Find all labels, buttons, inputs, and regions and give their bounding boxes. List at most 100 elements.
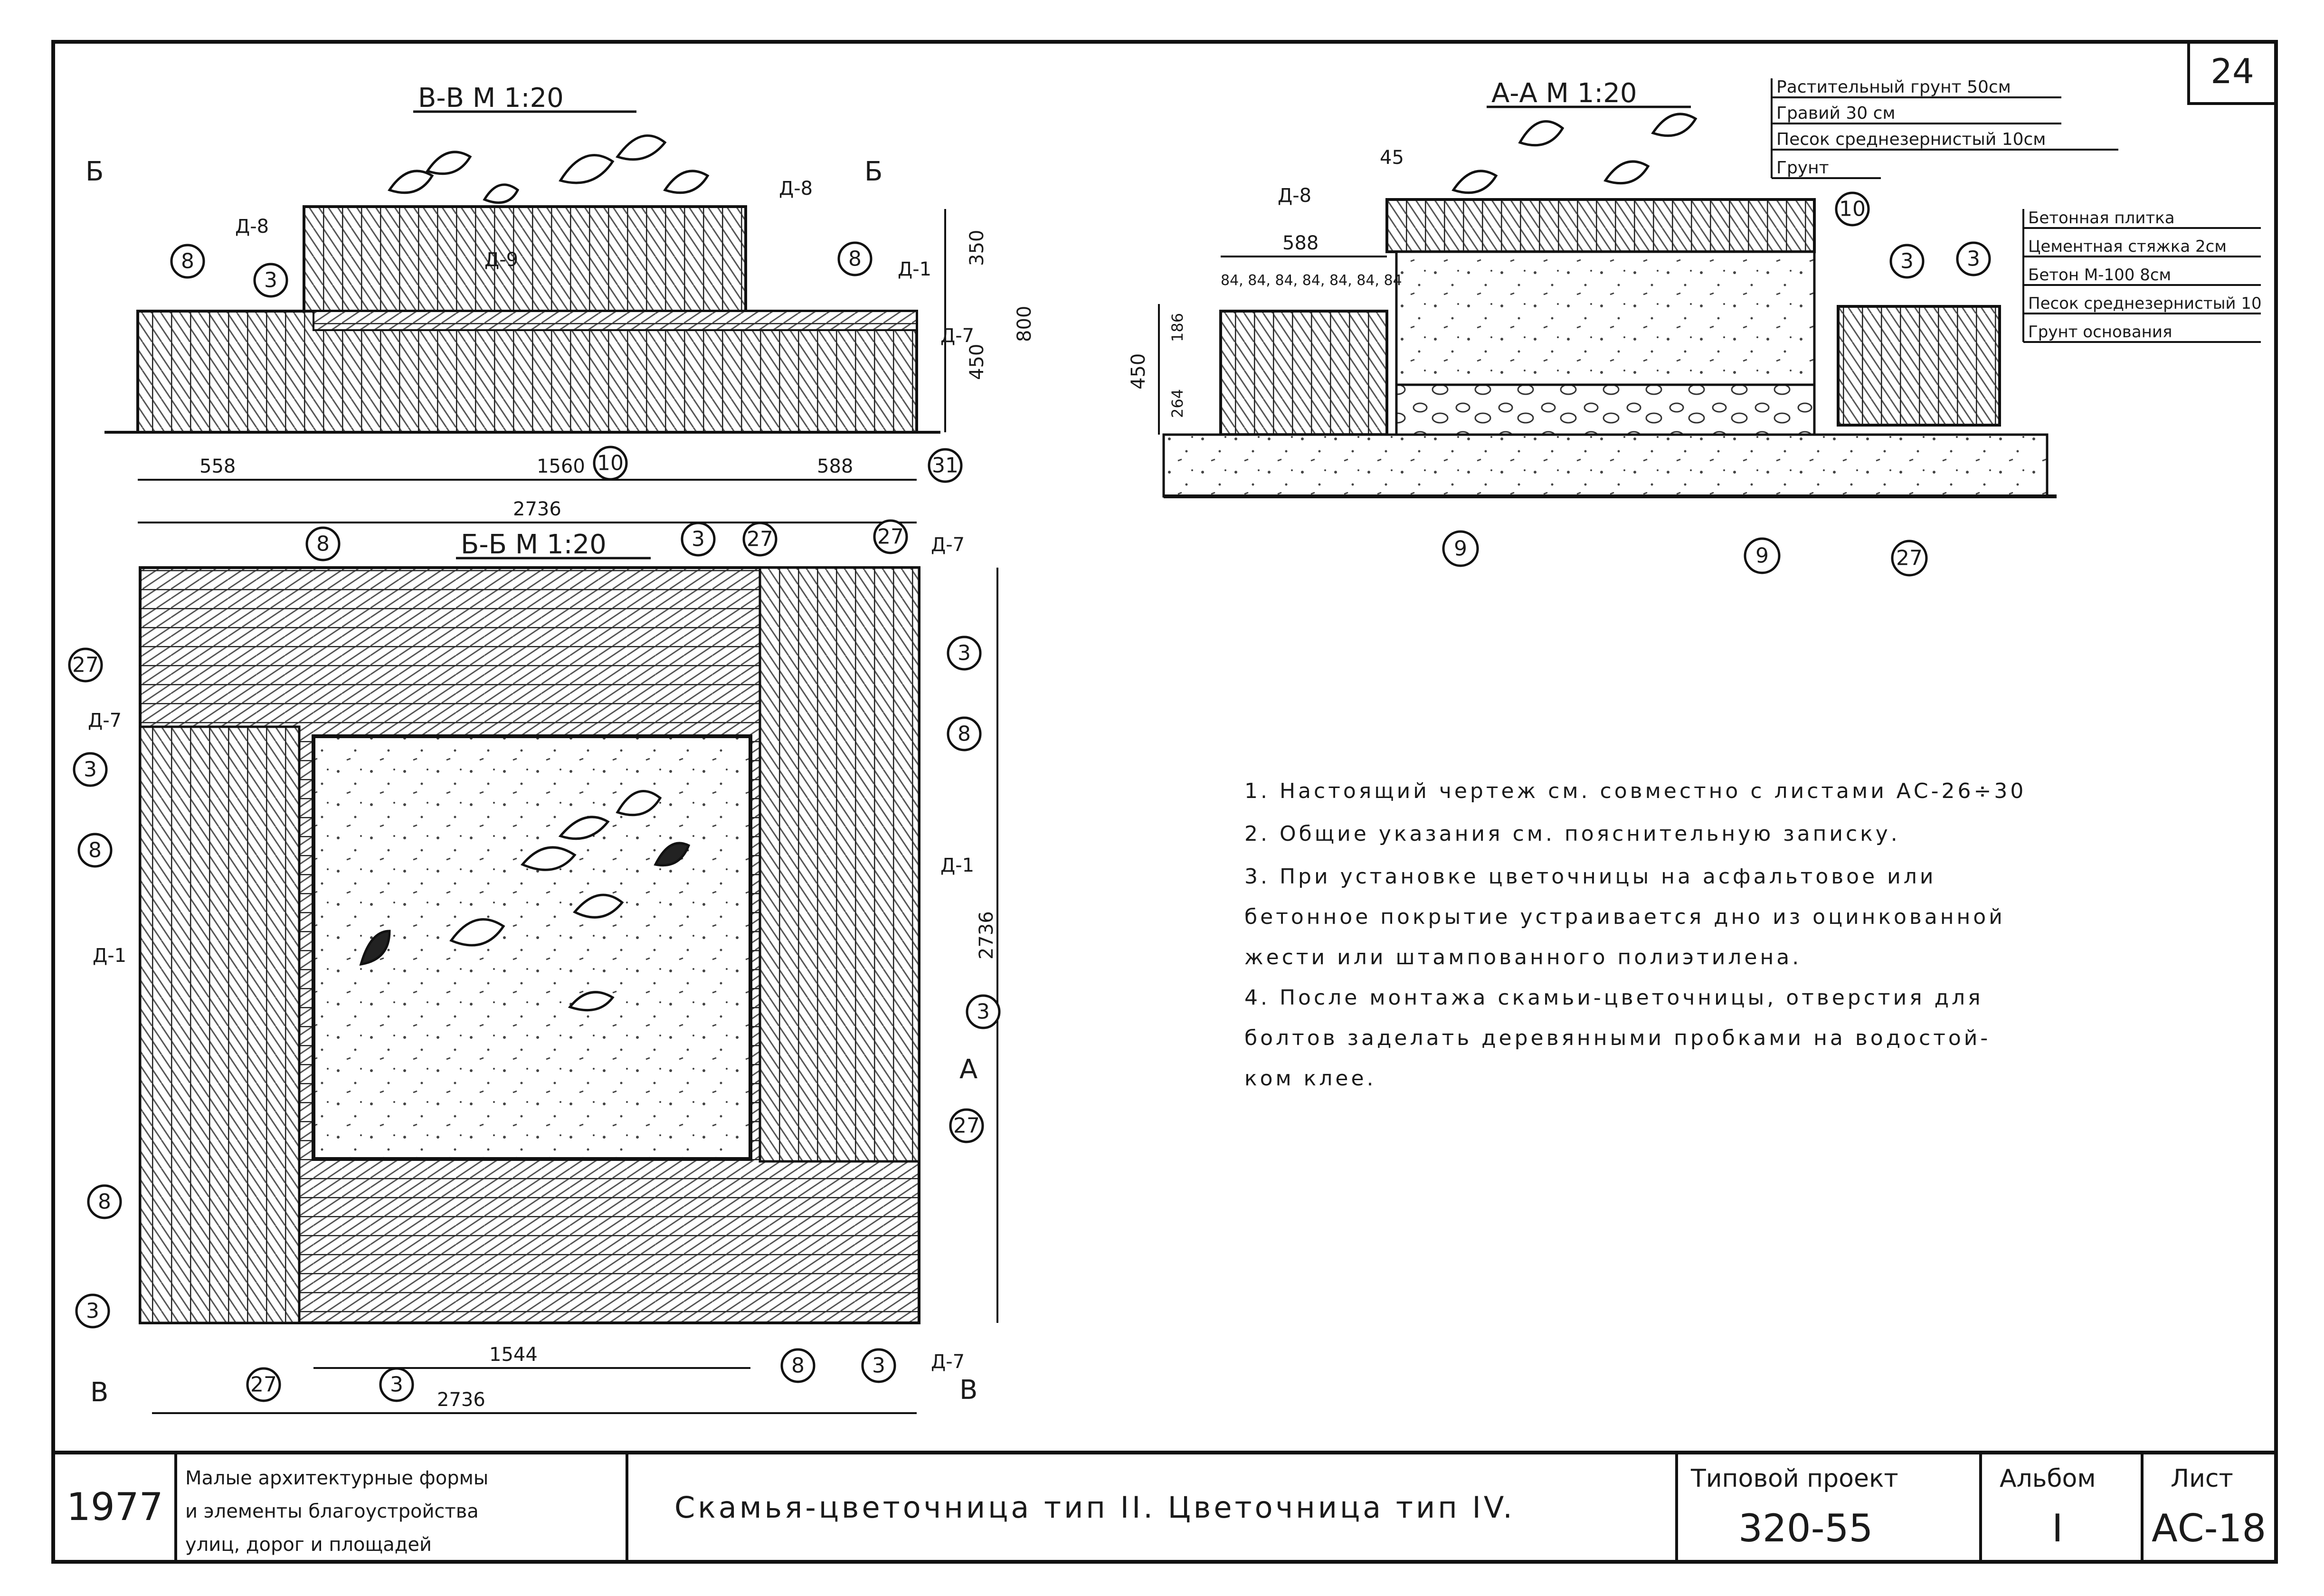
aa-bench-body <box>1219 310 1388 436</box>
section-vv: В-В М 1:20 Б Б 350 450 800 558 1560 588 … <box>85 83 1035 523</box>
cut-mark-v-right: В <box>959 1375 977 1406</box>
aa-dim-186: 186 <box>1168 313 1186 342</box>
aa-rlayer-3: Бетон М-100 8см <box>2028 266 2171 285</box>
label-d7-top: Д-7 <box>931 534 965 556</box>
tb-album-label: Альбом <box>2000 1464 2096 1493</box>
callout-bb-27-top: 27 <box>747 527 773 551</box>
callout-10: 10 <box>597 451 624 475</box>
aa-callout-27: 27 <box>1896 546 1923 570</box>
label-d7-left: Д-7 <box>88 710 122 732</box>
callout-bb-3-b: 3 <box>390 1373 403 1397</box>
dim-2736-top: 2736 <box>513 498 561 520</box>
aa-planter-walls <box>1385 198 1816 253</box>
callout-bb-27-r: 27 <box>953 1114 980 1138</box>
callout-8-left: 8 <box>181 249 194 274</box>
callout-bb-27-topright: 27 <box>877 525 904 549</box>
planter-box-vv <box>303 205 747 317</box>
callout-bb-3-r1: 3 <box>958 641 971 665</box>
callout-bb-3-r2: 3 <box>977 1000 990 1024</box>
callout-8-right: 8 <box>848 247 862 271</box>
section-bb-title: Б-Б М 1:20 <box>461 529 607 560</box>
dim-1560: 1560 <box>537 456 585 477</box>
dim-2736-right: 2736 <box>976 911 997 960</box>
dim-558: 558 <box>199 456 236 477</box>
callout-bb-27-l: 27 <box>72 653 99 677</box>
dim-588: 588 <box>817 456 853 477</box>
note-1: 1. Настоящий чертеж см. совместно с лист… <box>1244 779 2026 803</box>
title-block: 1977 Малые архитектурные формы и элемент… <box>53 1451 2276 1562</box>
aa-rlayer-5: Грунт основания <box>2028 323 2172 342</box>
aa-callout-3b: 3 <box>1967 247 1980 271</box>
label-d8-left: Д-8 <box>235 216 269 238</box>
sheet-number-box <box>2187 40 2277 105</box>
dim-2736-bottom: 2736 <box>437 1389 485 1411</box>
aa-layer-1: Растительный грунт 50см <box>1776 77 2011 97</box>
callout-bb-3-bl: 3 <box>86 1299 99 1323</box>
note-3b: бетонное покрытие устраивается дно из оц… <box>1244 905 2005 929</box>
tb-org-2: и элементы благоустройства <box>185 1501 479 1522</box>
callout-bb-3-top: 3 <box>692 527 705 551</box>
callout-bb-8-l1: 8 <box>88 838 102 863</box>
bench-body-vv <box>136 310 918 434</box>
aa-callout-10: 10 <box>1839 197 1866 221</box>
tb-org-1: Малые архитектурные формы <box>185 1467 488 1489</box>
label-d8-right: Д-8 <box>779 178 813 200</box>
label-d1-left: Д-1 <box>93 945 126 967</box>
section-aa-title: А-А М 1:20 <box>1491 78 1637 109</box>
notes: 1. Настоящий чертеж см. совместно с лист… <box>1244 779 2026 1091</box>
aa-dim-84s: 84, 84, 84, 84, 84, 84, 84 <box>1221 272 1402 289</box>
callout-bb-27-b: 27 <box>250 1373 277 1397</box>
aa-dim-588: 588 <box>1282 232 1319 254</box>
tb-sheet-label: Лист <box>2171 1464 2233 1493</box>
note-4b: болтов заделать деревянными пробками на … <box>1244 1026 1991 1050</box>
plan-left-boards <box>139 725 301 1324</box>
dim-450: 450 <box>966 344 988 380</box>
aa-layers-top: Растительный грунт 50см Гравий 30 см Пес… <box>1771 77 2118 179</box>
aa-callout-9a: 9 <box>1454 537 1467 561</box>
section-vv-title: В-В М 1:20 <box>418 83 564 114</box>
label-d1: Д-1 <box>898 258 931 280</box>
note-3a: 3. При установке цветочницы на асфальтов… <box>1244 864 1936 889</box>
aa-dim-450: 450 <box>1128 353 1149 390</box>
aa-layer-2: Гравий 30 см <box>1776 104 1896 123</box>
tb-sheet-code: АС-18 <box>2152 1506 2266 1550</box>
cut-mark-right: Б <box>864 156 882 187</box>
cut-mark-left: Б <box>85 156 104 187</box>
cut-mark-a: А <box>959 1054 977 1085</box>
aa-callout-3a: 3 <box>1900 249 1914 274</box>
aa-rlayer-2: Цементная стяжка 2см <box>2028 237 2227 256</box>
tb-project-label: Типовой проект <box>1690 1464 1898 1493</box>
aa-layer-4: Грунт <box>1776 158 1829 178</box>
foliage-vv <box>388 134 710 204</box>
dim-350: 350 <box>966 230 988 266</box>
label-d7-bottom: Д-7 <box>931 1351 965 1373</box>
sheet-number: 24 <box>2210 51 2254 91</box>
note-3c: жести или штампованного полиэтилена. <box>1244 945 1802 969</box>
callout-bb-8-b: 8 <box>791 1354 805 1378</box>
aa-rlayer-4: Песок среднезернистый 10 <box>2028 294 2262 313</box>
note-4a: 4. После монтажа скамьи-цветочницы, отве… <box>1244 986 1983 1010</box>
plan-right-boards <box>759 566 920 1163</box>
aa-label-d8: Д-8 <box>1278 185 1311 207</box>
tb-year: 1977 <box>66 1485 163 1529</box>
tb-project-number: 320-55 <box>1738 1506 1873 1550</box>
tb-org-3: улиц, дорог и площадей <box>185 1534 432 1556</box>
dim-1544: 1544 <box>489 1344 538 1366</box>
section-bb: Б-Б М 1:20 2736 1544 2736 Д-7 Д-7 Д-1 Д-… <box>68 519 1001 1414</box>
aa-base-layers <box>1162 433 2049 498</box>
aa-layer-3: Песок среднезернистый 10см <box>1776 130 2046 149</box>
sheet-border <box>51 40 2278 1564</box>
tb-album-number: I <box>2052 1506 2063 1550</box>
tb-drawing-title: Скамья-цветочница тип II. Цветочница тип… <box>674 1490 1515 1525</box>
callout-3: 3 <box>264 268 277 293</box>
callout-bb-8-top: 8 <box>316 532 330 556</box>
label-d1-right: Д-1 <box>940 855 974 876</box>
label-d9: Д-9 <box>484 249 518 271</box>
callout-31: 31 <box>932 454 958 478</box>
aa-callout-9b: 9 <box>1755 544 1769 568</box>
aa-rlayer-1: Бетонная плитка <box>2028 209 2175 228</box>
label-d7: Д-7 <box>940 325 974 347</box>
foliage-plan <box>359 790 691 1012</box>
aa-sand-fill <box>1395 250 1816 386</box>
